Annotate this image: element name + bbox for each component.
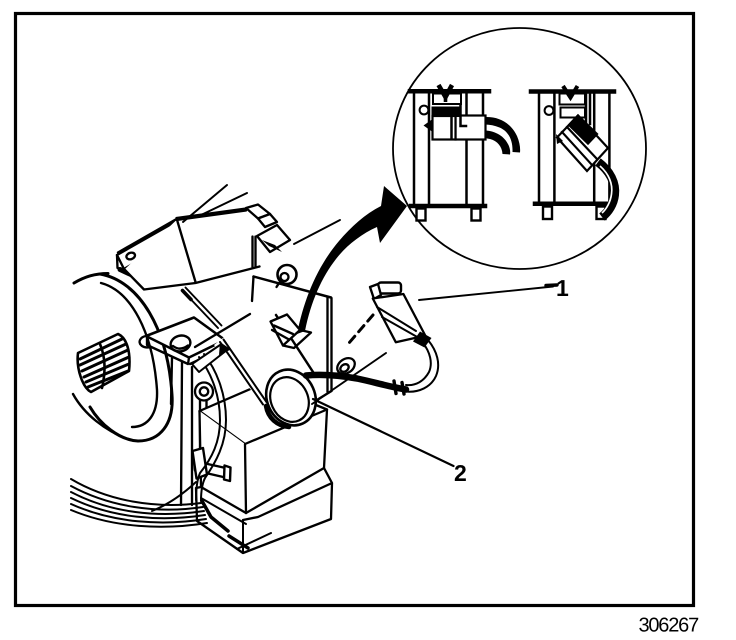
svg-text:2: 2 bbox=[454, 460, 467, 486]
svg-text:1: 1 bbox=[556, 275, 569, 301]
svg-text:306267: 306267 bbox=[638, 614, 699, 636]
